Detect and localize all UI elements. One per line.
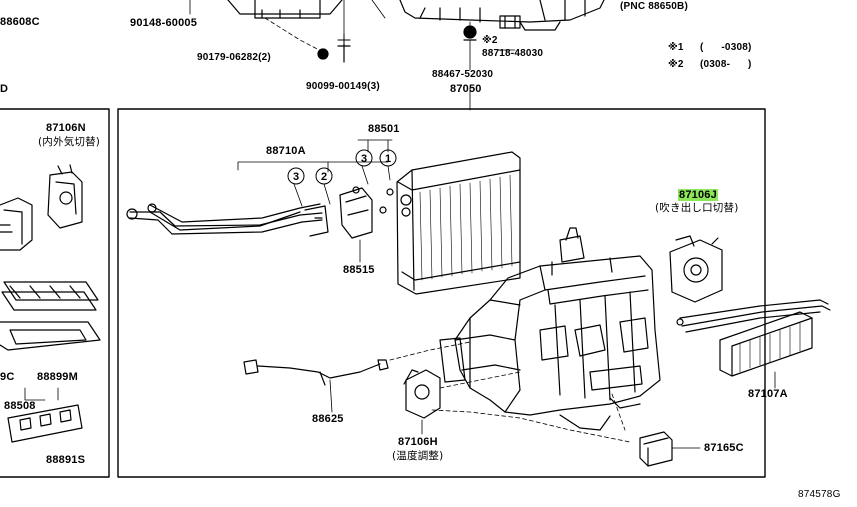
- part-90179-06282[interactable]: 90179-06282(2): [197, 52, 271, 63]
- part-90099-00149[interactable]: 90099-00149(3): [306, 81, 380, 92]
- part-88710a[interactable]: 88710A: [266, 145, 306, 157]
- dashed-leader-top: [264, 17, 324, 53]
- callout-circles: [287, 149, 397, 185]
- bolt-88718: [499, 15, 521, 29]
- part-87107a[interactable]: 87107A: [748, 388, 788, 400]
- actuator-87165c: [639, 431, 673, 467]
- cover-88899m: [0, 321, 101, 351]
- part-88501[interactable]: 88501: [368, 123, 400, 135]
- part-87165c[interactable]: 87165C: [704, 442, 744, 454]
- sensor-88625: [243, 359, 389, 386]
- circle-label-3b: 3: [361, 153, 367, 165]
- part-87106j-desc: (吹き出し口切替): [655, 202, 739, 214]
- part-87106h[interactable]: 87106H: [398, 436, 438, 448]
- circle-label-1: 1: [385, 153, 391, 165]
- part-87106h-desc: (温度調整): [392, 450, 444, 462]
- part-88508[interactable]: 88508: [4, 400, 36, 412]
- part-87050[interactable]: 87050: [450, 83, 482, 95]
- part-90148-60005[interactable]: 90148-60005: [130, 17, 198, 29]
- part-88891s[interactable]: 88891S: [46, 454, 86, 466]
- part-88467-52030[interactable]: 88467-52030: [432, 69, 494, 80]
- expansion-valve-88515: [339, 186, 373, 239]
- servo-87106n: [47, 164, 83, 229]
- heater-core-87107a: [676, 299, 831, 377]
- part-88899m[interactable]: 88899M: [37, 371, 78, 383]
- note-mark-2-bolt: ※2: [482, 35, 498, 46]
- plate-88891s: [7, 404, 83, 443]
- nut-90179: [317, 48, 329, 60]
- top-duct-partial: [227, 0, 605, 31]
- circle-label-3a: 3: [293, 171, 299, 183]
- part-88608c[interactable]: 88608C: [0, 16, 40, 28]
- note2-range: (0308- ): [700, 59, 752, 70]
- highlighted-part-87106j: 87106J: [678, 189, 718, 201]
- pipe-88710a: [126, 203, 329, 237]
- part-87106n-desc: (内外気切替): [38, 136, 101, 148]
- part-9c[interactable]: 9C: [0, 371, 15, 383]
- pnc-note: (PNC 88650B): [620, 1, 688, 12]
- note1-mark: ※1: [668, 42, 684, 53]
- part-88718-48030[interactable]: 88718-48030: [482, 48, 544, 59]
- note1-range: ( -0308): [700, 42, 752, 53]
- note2-mark: ※2: [668, 59, 684, 70]
- evaporator-88501: [396, 151, 521, 295]
- circle-label-2: 2: [321, 171, 327, 183]
- filter-88508: [1, 281, 99, 311]
- main-assembly-frame: [117, 108, 766, 478]
- ac-unit-housing: [439, 227, 661, 431]
- part-87106n[interactable]: 87106N: [46, 122, 86, 134]
- servo-87106h: [403, 369, 441, 419]
- left-subassembly-frame: [0, 108, 110, 478]
- part-d[interactable]: D: [0, 83, 9, 95]
- servo-87106j: [669, 235, 723, 303]
- clip-88467: [463, 25, 477, 41]
- part-88625[interactable]: 88625: [312, 413, 344, 425]
- figure-id: 874578G: [798, 489, 841, 500]
- screw-90099: [337, 43, 351, 63]
- left-duct-partial: [0, 197, 33, 251]
- part-88515[interactable]: 88515: [343, 264, 375, 276]
- part-87106j[interactable]: 87106J: [678, 189, 718, 201]
